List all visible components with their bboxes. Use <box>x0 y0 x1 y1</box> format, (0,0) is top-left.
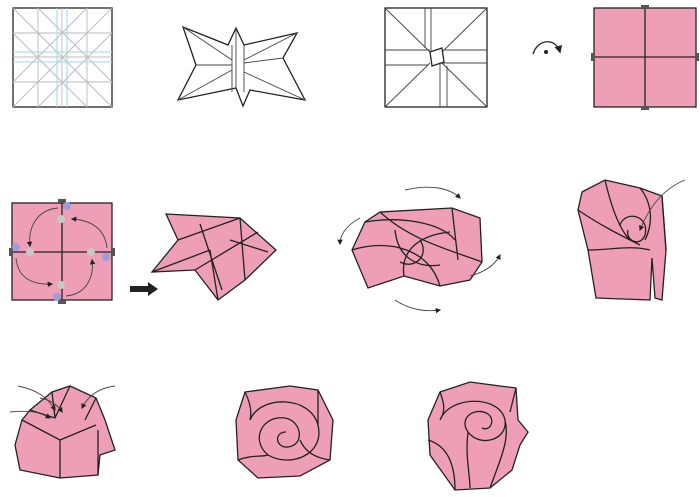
step-9-curl-petals <box>9 385 116 479</box>
step-1-crease-pattern <box>12 7 113 108</box>
rotate-arrow-icon <box>394 299 442 314</box>
rotate-arrow-icon <box>469 254 501 277</box>
step-10-rose-top <box>235 385 334 479</box>
step-8-cup-form <box>577 179 686 301</box>
step-4-pink-square <box>591 5 699 110</box>
step-3-pinwheel <box>384 7 488 108</box>
turn-over-icon <box>532 41 563 55</box>
step-2-collapsed-base <box>176 25 307 108</box>
rotate-arrow-icon <box>404 186 461 199</box>
step-11-finished-rose <box>427 381 529 491</box>
step-6-twisting <box>150 213 277 301</box>
next-step-arrow-icon <box>130 282 158 296</box>
reference-dots <box>12 202 110 301</box>
step-7-rose-twist <box>337 186 501 314</box>
step-5-twist-fold <box>9 199 115 304</box>
rotate-arrow-icon <box>337 217 361 246</box>
